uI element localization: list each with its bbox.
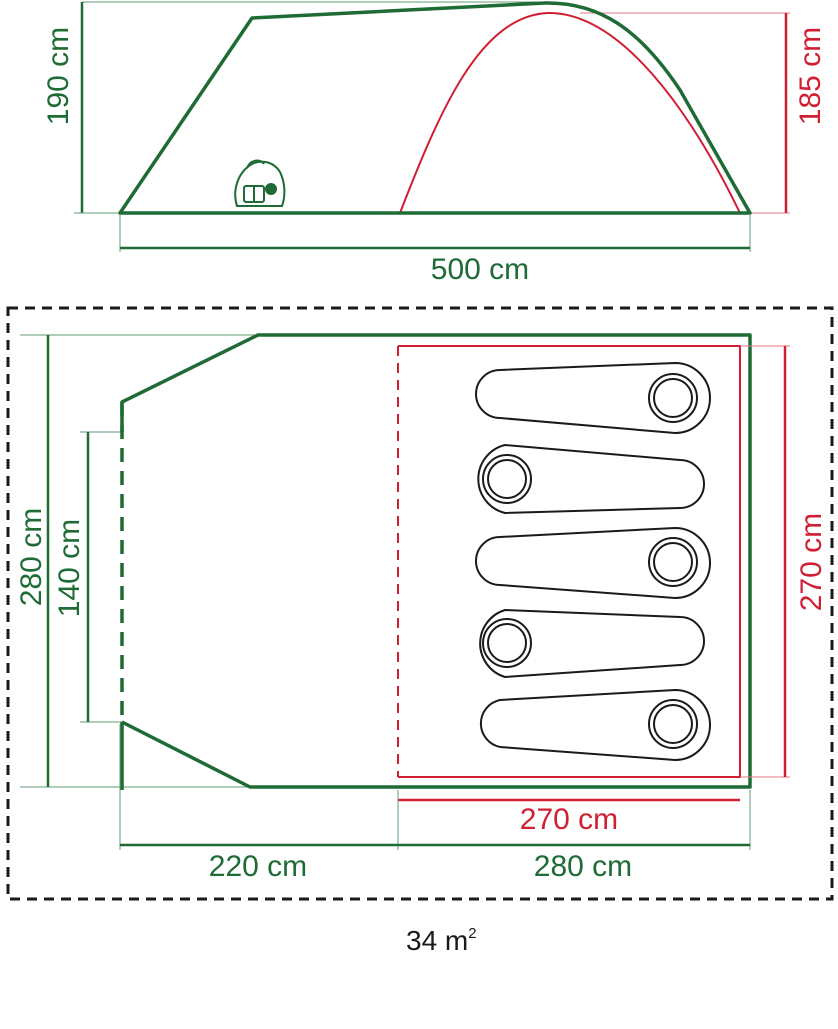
living-depth-label: 220 cm <box>209 850 307 883</box>
door-width-label: 140 cm <box>53 519 86 617</box>
area-label: 34 m2 <box>406 925 477 956</box>
inner-tent-outline <box>399 11 741 214</box>
sleeping-bag-3 <box>475 526 711 600</box>
inner-depth-label: 270 cm <box>520 803 618 836</box>
floor-area: 34 m2 <box>406 925 477 956</box>
sleeping-bag-5 <box>479 688 711 762</box>
footprint-dashed-outline <box>6 306 834 901</box>
area-superscript: 2 <box>468 925 476 942</box>
sleeping-bag-1 <box>475 361 711 435</box>
backpack-icon <box>234 159 286 207</box>
side-length-label: 500 cm <box>431 253 529 286</box>
area-value: 34 m <box>406 925 468 956</box>
side-view: 190 cm 185 cm 500 cm <box>42 1 827 286</box>
floor-plan: 280 cm 140 cm 270 cm 270 cm 220 cm 280 c… <box>6 306 834 901</box>
inner-tent-outline <box>398 345 741 778</box>
outer-tent-footprint <box>120 333 752 790</box>
sleeping-bag-2 <box>477 443 705 515</box>
outer-tent-outline <box>118 1 752 215</box>
sleeping-depth-label: 280 cm <box>534 850 632 883</box>
side-height-outer-label: 190 cm <box>42 27 75 125</box>
plan-width-outer-label: 280 cm <box>15 508 48 606</box>
inner-width-label: 270 cm <box>795 513 828 611</box>
side-height-inner-label: 185 cm <box>794 27 827 125</box>
sleeping-bag-4 <box>479 608 705 679</box>
